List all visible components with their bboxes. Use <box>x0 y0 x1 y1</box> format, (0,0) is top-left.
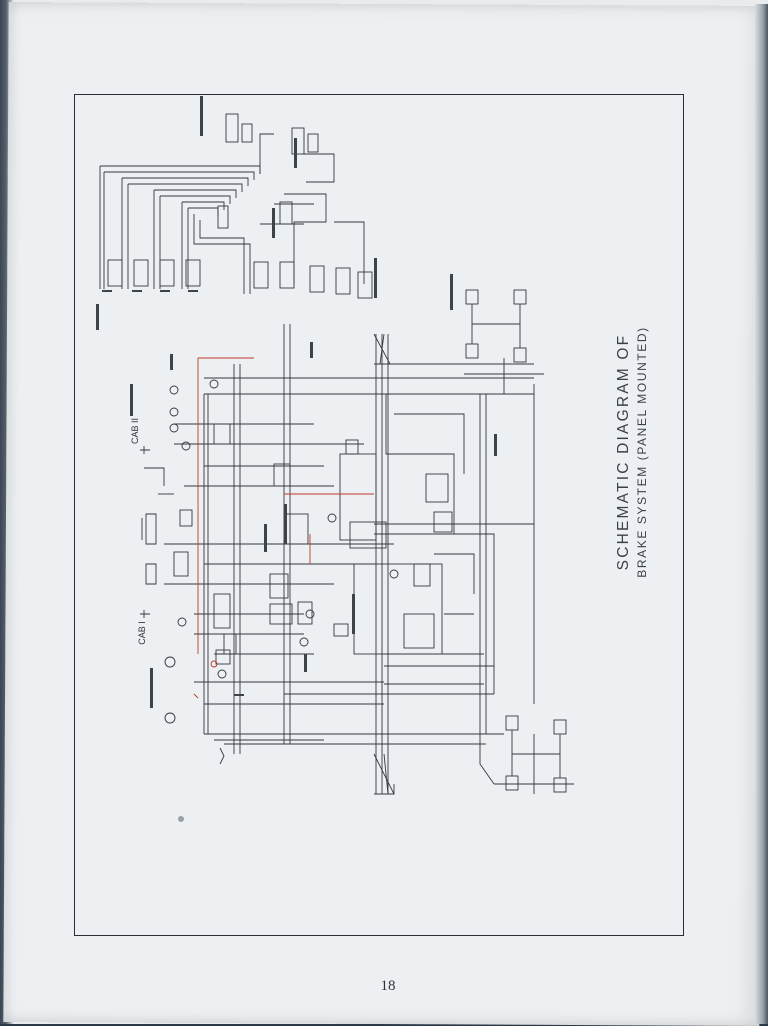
red-trace-lines <box>193 357 374 699</box>
page-number: 18 <box>380 978 396 994</box>
right-pipe-bundle <box>374 363 534 694</box>
diagram-title-line-2: BRAKE SYSTEM (PANEL MOUNTED) <box>635 326 649 578</box>
power-pack-lines <box>99 133 365 294</box>
cab-2-label: CAB II <box>130 417 141 445</box>
component-label-marks <box>96 96 497 708</box>
central-components <box>164 379 453 724</box>
diagram-border-frame <box>74 94 684 936</box>
brake-cylinder-assemblies <box>464 289 574 794</box>
main-pipe-trunks <box>203 324 535 794</box>
cab-1-label: CAB I <box>136 621 147 645</box>
cab-controls <box>140 446 174 618</box>
brake-system-schematic <box>96 96 574 795</box>
power-pack-valves <box>107 113 373 299</box>
diagram-title: SCHEMATIC DIAGRAM OF BRAKE SYSTEM (PANEL… <box>615 326 649 578</box>
diagram-title-line-1: SCHEMATIC DIAGRAM OF <box>615 333 632 571</box>
paper-smudge <box>178 816 184 822</box>
horizontal-feeders <box>164 377 534 745</box>
page-edge-shadow <box>755 4 768 1024</box>
